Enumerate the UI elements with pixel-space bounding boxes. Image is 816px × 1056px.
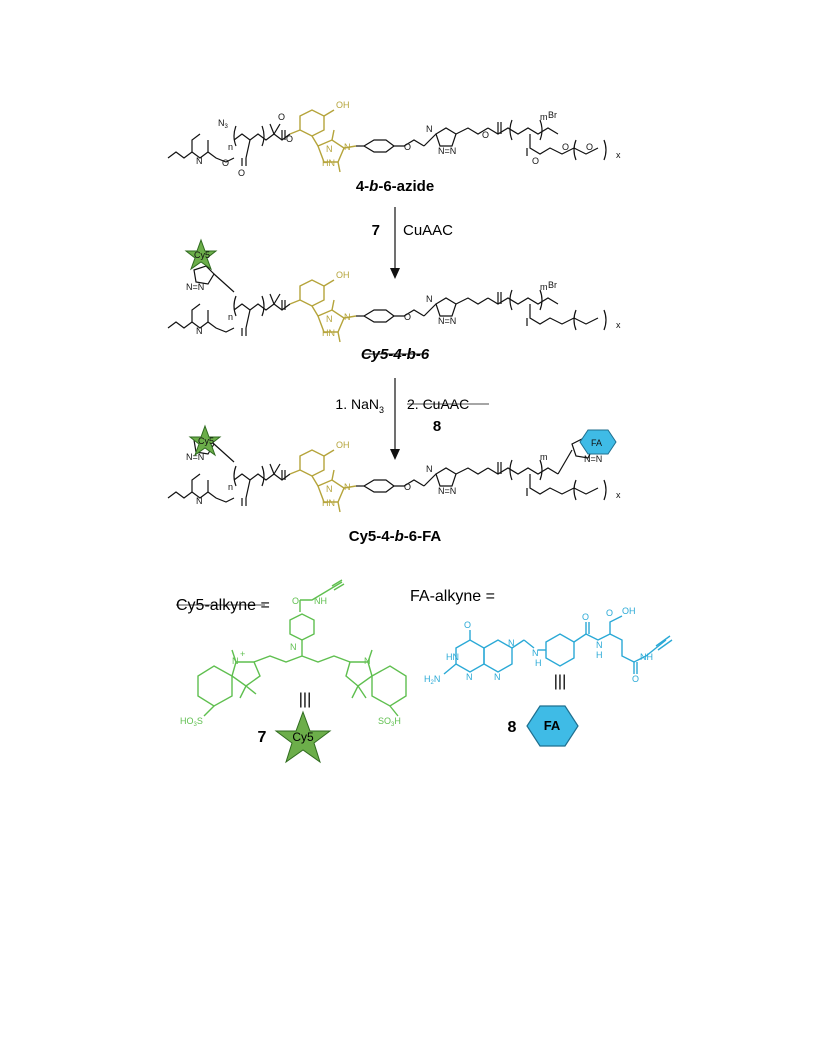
fa-equivalence-mark: ||| [554, 673, 566, 690]
svg-text:O: O [582, 612, 589, 622]
svg-text:N: N [508, 638, 515, 648]
svg-text:N: N [426, 294, 433, 304]
svg-text:HO3S: HO3S [180, 716, 203, 728]
svg-text:H2N: H2N [424, 674, 440, 686]
compound-2-structure: n m Br x OH N HN N O N N=N N N=N [167, 265, 621, 343]
svg-text:N: N [426, 464, 433, 474]
svg-text:N: N [232, 656, 239, 666]
svg-text:N: N [326, 484, 333, 494]
svg-text:N: N [196, 156, 203, 166]
svg-text:O: O [292, 596, 299, 606]
svg-text:m: m [540, 112, 548, 122]
svg-text:SO3H: SO3H [378, 716, 401, 728]
svg-text:O: O [562, 142, 569, 152]
svg-text:N: N [364, 656, 371, 666]
svg-text:H: H [596, 650, 603, 660]
svg-text:N: N [344, 482, 351, 492]
arrow-1-condition: CuAAC [403, 222, 453, 239]
cy5-star-label-3: Cy5 [198, 436, 214, 446]
svg-text:O: O [482, 130, 489, 140]
azide-label: N3 [218, 118, 229, 130]
arrow-1-reagent: 7 [372, 222, 380, 239]
svg-text:N: N [466, 672, 473, 682]
cy5-alkyne-structure [197, 579, 407, 717]
reaction-arrow-1 [390, 207, 400, 279]
fa-alkyne-label: FA-alkyne = [410, 588, 495, 605]
svg-text:O: O [238, 168, 245, 178]
svg-text:n: n [228, 482, 233, 492]
svg-text:HN: HN [446, 652, 459, 662]
fa-alkyne-structure [443, 615, 673, 675]
svg-text:N=N: N=N [584, 454, 602, 464]
cy5-star-icon [274, 710, 332, 764]
svg-text:N: N [290, 642, 297, 652]
svg-text:N: N [426, 124, 433, 134]
svg-text:N=N: N=N [438, 146, 456, 156]
compound-7-number: 7 [258, 729, 267, 746]
svg-text:HN: HN [322, 328, 335, 338]
svg-text:N=N: N=N [186, 282, 204, 292]
compound-1-label: 4-b-6-azide [356, 178, 434, 195]
svg-text:O: O [278, 112, 285, 122]
svg-text:N: N [596, 640, 603, 650]
cy5-star-icon-3 [188, 424, 222, 457]
fa-hexagon-icon [526, 705, 579, 747]
svg-text:O: O [606, 608, 613, 618]
svg-text:NH: NH [640, 652, 653, 662]
compound-3-label: Cy5-4-b-6-FA [349, 528, 442, 545]
cy5-equivalence-mark: ||| [299, 691, 311, 708]
cy5-star-badge: Cy5 [292, 730, 314, 744]
svg-text:O: O [286, 134, 293, 144]
svg-text:O: O [404, 142, 411, 152]
svg-text:O: O [404, 312, 411, 322]
svg-text:NH: NH [314, 596, 327, 606]
reaction-arrow-2 [390, 378, 400, 460]
svg-text:x: x [616, 490, 621, 500]
svg-text:N: N [532, 648, 539, 658]
svg-text:O: O [632, 674, 639, 684]
compound-1-structure: N3 n m Br x OH N HN N O N N=N O O O O O … [167, 100, 621, 178]
fa-hexagon-label-3: FA [591, 438, 602, 448]
cy5-star-label-2: Cy5 [194, 250, 210, 260]
fa-hexagon-icon-3 [579, 429, 617, 455]
svg-text:HN: HN [322, 498, 335, 508]
svg-text:OH: OH [622, 606, 636, 616]
svg-text:N=N: N=N [438, 486, 456, 496]
svg-text:OH: OH [336, 100, 350, 110]
svg-text:+: + [240, 649, 245, 659]
svg-text:N: N [196, 496, 203, 506]
svg-text:m: m [540, 452, 548, 462]
svg-text:Br: Br [548, 280, 557, 290]
svg-text:H: H [535, 658, 542, 668]
svg-text:N: N [344, 142, 351, 152]
svg-text:N=N: N=N [438, 316, 456, 326]
arrow-2-step-1: 1. NaN3 [335, 396, 384, 415]
svg-text:m: m [540, 282, 548, 292]
svg-text:N: N [326, 144, 333, 154]
cy5-star-icon-2 [184, 238, 218, 271]
arrow-2-reagent: 8 [433, 418, 441, 435]
svg-text:O: O [222, 158, 229, 168]
svg-text:x: x [616, 150, 621, 160]
svg-text:n: n [228, 142, 233, 152]
svg-text:N: N [344, 312, 351, 322]
svg-text:n: n [228, 312, 233, 322]
svg-text:N: N [326, 314, 333, 324]
cy5-alkyne-label: Cy5-alkyne = [176, 597, 270, 614]
svg-text:OH: OH [336, 270, 350, 280]
svg-text:N: N [196, 326, 203, 336]
svg-text:N: N [494, 672, 501, 682]
svg-text:HN: HN [322, 158, 335, 168]
compound-8-number: 8 [508, 719, 517, 736]
svg-text:O: O [586, 142, 593, 152]
svg-text:O: O [404, 482, 411, 492]
svg-text:N=N: N=N [186, 452, 204, 462]
svg-text:Br: Br [548, 110, 557, 120]
svg-text:O: O [532, 156, 539, 166]
svg-text:O: O [464, 620, 471, 630]
svg-text:x: x [616, 320, 621, 330]
svg-text:OH: OH [336, 440, 350, 450]
fa-hexagon-badge: FA [544, 718, 561, 733]
